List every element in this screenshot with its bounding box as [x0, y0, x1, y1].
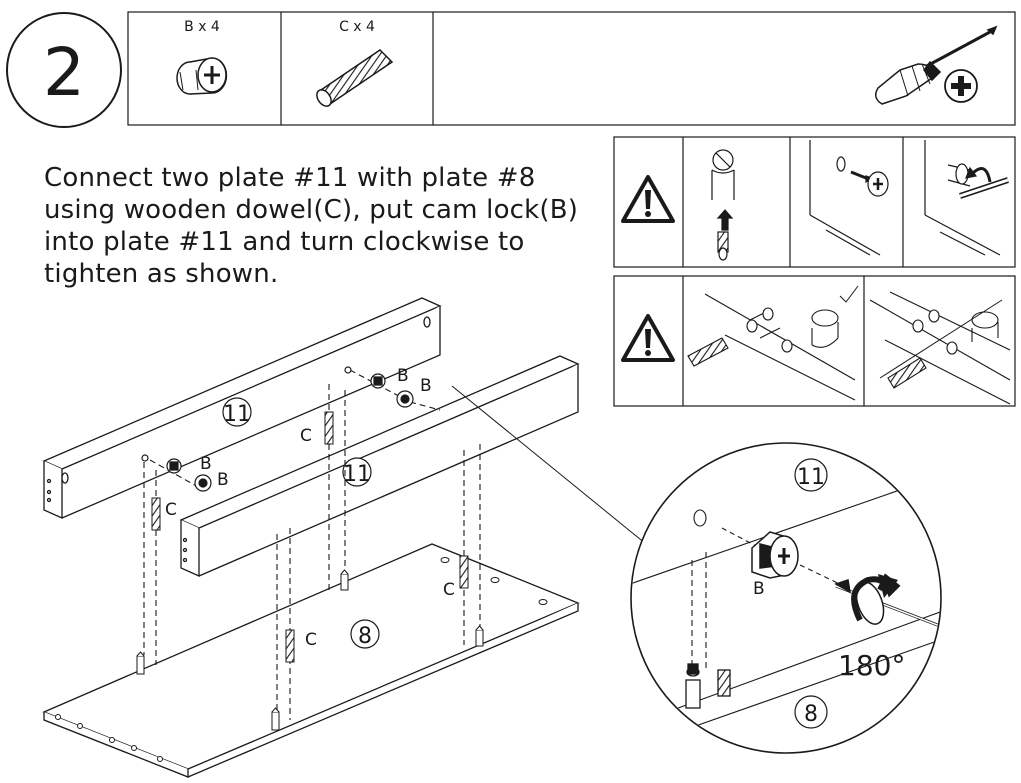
svg-text:C: C — [165, 500, 177, 520]
cam-rotate-detail-2 — [924, 140, 1009, 256]
part-labels: B B B B C C C C — [165, 366, 455, 650]
cam-insert-detail — [711, 149, 735, 261]
plate-11-back-label: 11 — [222, 397, 252, 427]
plate-8-holes — [55, 557, 548, 762]
instruction-text: Connect two plate #11 with plate #8 usin… — [44, 162, 614, 290]
instruction-line: into plate #11 and turn clockwise to — [44, 227, 525, 257]
svg-text:B: B — [217, 470, 229, 490]
plate-8-label: 8 — [350, 619, 380, 649]
instruction-line: using wooden dowel(C), put cam lock(B) — [44, 195, 579, 225]
cam-lock-icon — [176, 57, 228, 95]
svg-text:8: 8 — [804, 702, 818, 727]
instruction-line: tighten as shown. — [44, 259, 279, 289]
svg-text:B: B — [200, 454, 212, 474]
svg-text:11: 11 — [343, 462, 371, 487]
svg-text:B: B — [397, 366, 409, 386]
part-c-count: C x 4 — [339, 19, 375, 35]
magnified-detail: 11 8 B 180° — [630, 442, 942, 754]
wooden-dowel-icon — [316, 49, 394, 107]
part-b-count: B x 4 — [184, 19, 220, 35]
instruction-line: Connect two plate #11 with plate #8 — [44, 163, 536, 193]
svg-text:C: C — [305, 630, 317, 650]
parts-table — [127, 11, 1016, 126]
detail-plate-8-label: 8 — [794, 695, 828, 729]
plate-11-front-label: 11 — [342, 457, 372, 487]
cam-bolts — [136, 569, 484, 731]
callout-leader — [451, 385, 647, 545]
svg-text:B: B — [420, 376, 432, 396]
cam-locks — [141, 366, 414, 492]
phillips-head-icon — [944, 69, 978, 103]
step-number-badge: 2 — [6, 12, 122, 128]
warning-panel-direction — [613, 136, 1016, 268]
svg-text:11: 11 — [223, 402, 251, 427]
svg-text:C: C — [300, 426, 312, 446]
detail-plate-11-label: 11 — [794, 458, 828, 492]
rotation-arrow-icon — [851, 573, 901, 622]
svg-text:8: 8 — [358, 624, 372, 649]
warning-icon — [621, 175, 675, 223]
plate-11-front — [179, 355, 580, 578]
svg-text:11: 11 — [797, 465, 825, 490]
screwdriver-icon — [875, 25, 998, 105]
cam-rotate-detail-1 — [809, 140, 889, 256]
detail-label-b: B — [753, 579, 765, 599]
dowel-correct-detail — [687, 285, 859, 401]
rotation-degree: 180° — [838, 649, 905, 682]
svg-text:C: C — [443, 580, 455, 600]
dowel-incorrect-detail — [869, 291, 1011, 405]
dowels — [151, 411, 469, 663]
step-number: 2 — [43, 34, 85, 111]
warning-icon — [621, 314, 675, 362]
warning-panel-dowel — [613, 275, 1016, 407]
